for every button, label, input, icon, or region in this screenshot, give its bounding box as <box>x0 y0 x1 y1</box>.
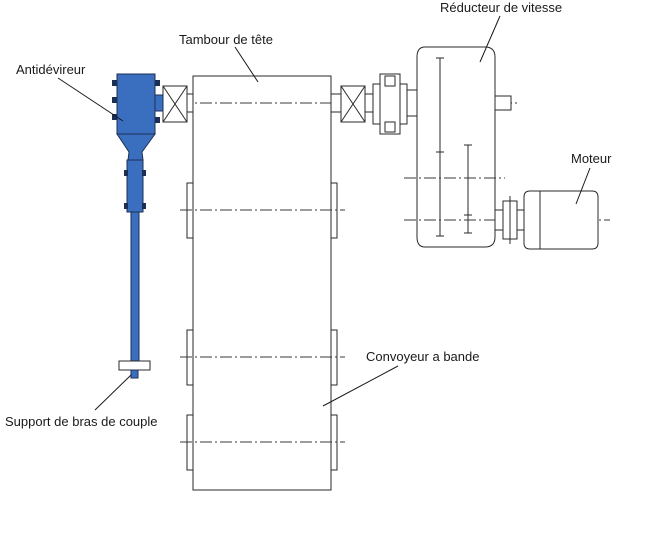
leader-support <box>94 374 132 411</box>
conveyor-belt <box>180 75 345 491</box>
drum-bearing-left <box>162 85 188 123</box>
drum-bearing-right <box>340 85 366 123</box>
leader-convoyeur <box>322 365 399 407</box>
label-moteur: Moteur <box>571 151 612 166</box>
backstop-assembly <box>112 73 164 379</box>
leader-tambour <box>234 46 259 83</box>
label-tambour: Tambour de tête <box>179 32 273 47</box>
speed-reducer <box>404 46 610 248</box>
label-reducteur: Réducteur de vitesse <box>440 0 562 15</box>
shaft-coupling <box>372 73 422 135</box>
motor <box>494 190 599 250</box>
leader-moteur <box>575 167 591 205</box>
leader-reducteur <box>479 15 501 63</box>
label-support: Support de bras de couple <box>5 414 158 429</box>
label-convoyeur: Convoyeur a bande <box>366 349 479 364</box>
leader-antidevireur <box>57 77 124 122</box>
label-antidevireur: Antidévireur <box>16 62 86 77</box>
